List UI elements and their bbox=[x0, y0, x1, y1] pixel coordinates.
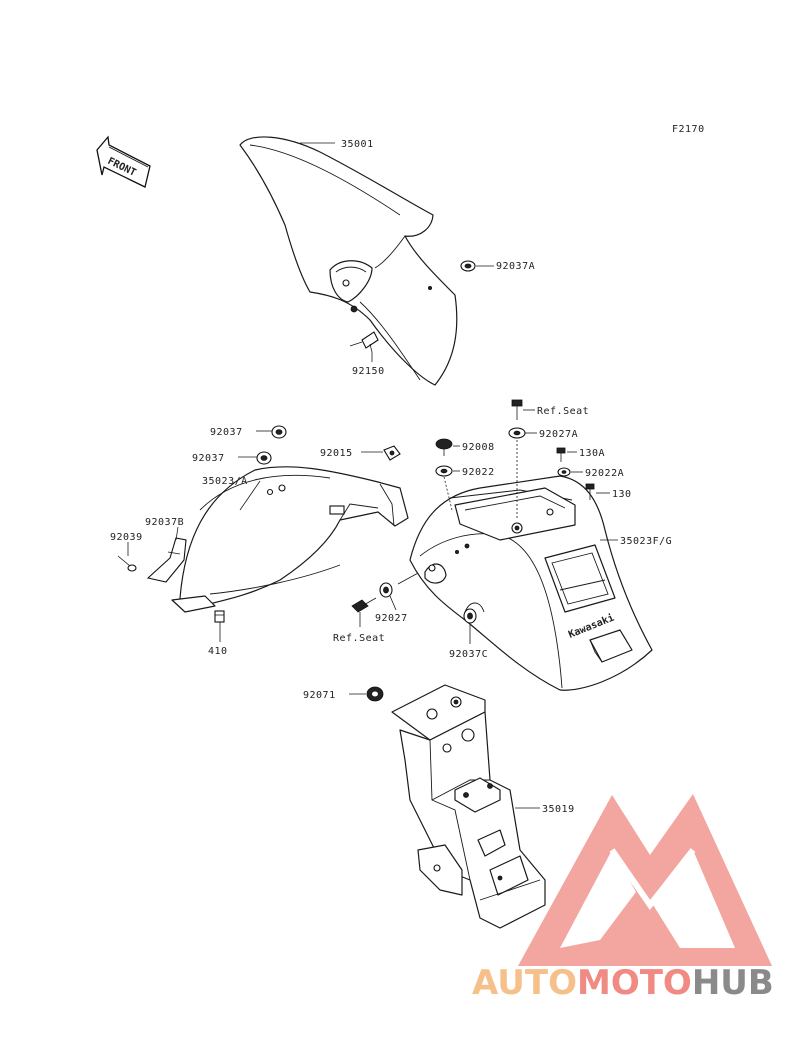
bolt-92150-icon bbox=[349, 331, 379, 353]
callout-35023FG: 35023F/G bbox=[620, 536, 672, 547]
screw-92039-icon bbox=[117, 555, 137, 572]
front-arrow-icon: FRONT bbox=[96, 135, 151, 188]
bolt-92008-icon bbox=[435, 438, 453, 456]
grommet-92071-icon bbox=[366, 686, 384, 702]
nut-92015-icon bbox=[383, 445, 401, 461]
watermark-logo-icon bbox=[518, 794, 772, 966]
callout-92027A: 92027A bbox=[539, 429, 578, 440]
callout-92022: 92022 bbox=[462, 467, 495, 478]
bracket-35019 bbox=[391, 684, 546, 929]
callout-92037C: 92037C bbox=[449, 649, 488, 660]
callout-ref-seat-lower: Ref.Seat bbox=[333, 633, 385, 644]
watermark-auto: AUTO bbox=[472, 963, 577, 1003]
callout-92037A: 92037A bbox=[496, 261, 535, 272]
callout-92027: 92027 bbox=[375, 613, 408, 624]
callout-130A: 130A bbox=[579, 448, 605, 459]
watermark-moto: MOTO bbox=[577, 963, 692, 1003]
watermark-text: AUTOMOTOHUB bbox=[472, 963, 774, 1003]
callout-92039: 92039 bbox=[110, 532, 143, 543]
clip-92037A-icon bbox=[460, 260, 476, 272]
callout-130: 130 bbox=[612, 489, 632, 500]
nut-410-icon bbox=[214, 610, 225, 623]
callout-92008: 92008 bbox=[462, 442, 495, 453]
washer-92022-icon bbox=[435, 465, 453, 477]
callout-92015: 92015 bbox=[320, 448, 353, 459]
bolt-ref-seat-upper-icon bbox=[511, 399, 523, 420]
clip-92037-upper-icon bbox=[271, 425, 287, 439]
watermark-hub: HUB bbox=[692, 963, 774, 1003]
callout-35023A: 35023/A bbox=[202, 476, 248, 487]
callout-92037-lower: 92037 bbox=[192, 453, 225, 464]
rear-fender-35023FG: Kawasaki bbox=[409, 475, 653, 691]
bolt-ref-seat-lower-icon bbox=[351, 597, 377, 613]
washer-92022A-icon bbox=[557, 467, 571, 477]
inner-fender-35023A bbox=[171, 466, 409, 613]
callout-92022A: 92022A bbox=[585, 468, 624, 479]
callout-35001: 35001 bbox=[341, 139, 374, 150]
front-fender-35001 bbox=[239, 136, 458, 386]
callout-410: 410 bbox=[208, 646, 228, 657]
callout-92071: 92071 bbox=[303, 690, 336, 701]
washer-92027A-icon bbox=[508, 427, 526, 439]
clip-92037C-icon bbox=[463, 608, 477, 624]
bolt-130-icon bbox=[585, 483, 595, 500]
callout-92037-upper: 92037 bbox=[210, 427, 243, 438]
clip-92037-lower-icon bbox=[256, 451, 272, 465]
collar-92027-icon bbox=[379, 582, 393, 598]
callout-35019: 35019 bbox=[542, 804, 575, 815]
callout-92150: 92150 bbox=[352, 366, 385, 377]
callout-ref-seat-upper: Ref.Seat bbox=[537, 406, 589, 417]
bracket-92037B-icon bbox=[146, 537, 187, 583]
bolt-130A-icon bbox=[556, 447, 566, 462]
callout-92037B: 92037B bbox=[145, 517, 184, 528]
figure-code: F2170 bbox=[672, 124, 705, 135]
